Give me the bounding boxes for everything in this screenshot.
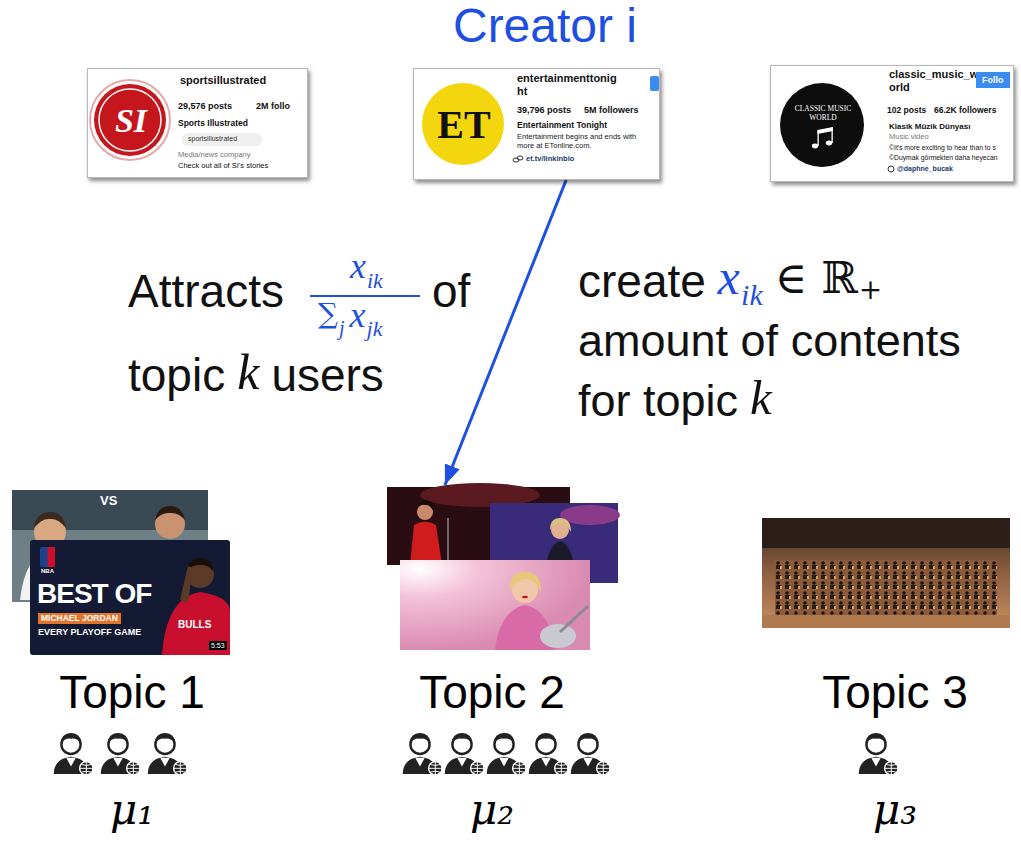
- profile-text: CLASSIC MUSIC WORLD: [792, 105, 854, 122]
- profile-text: 5M followers: [584, 105, 639, 115]
- classic-logo: [780, 83, 864, 167]
- math-text: Attracts: [128, 268, 284, 314]
- profile-text: @daphne_bucak: [897, 165, 953, 173]
- profile-text: ©Duymak görmekten daha heyecan: [889, 154, 998, 162]
- sports-photo: [12, 490, 230, 655]
- music-photos: [387, 483, 620, 650]
- profile-text: 2M follo: [256, 101, 290, 111]
- et-logo: [422, 83, 504, 165]
- topic-name: Topic 3: [822, 666, 968, 719]
- math-subscript: j: [339, 318, 345, 338]
- orchestra-photo: [762, 518, 1010, 628]
- threads-pill: [182, 133, 262, 146]
- topic-group: Topic 3 μ₃: [760, 515, 1012, 848]
- logo-ring: [90, 80, 170, 160]
- profile-text: 29,576 posts: [178, 101, 232, 111]
- math-symbol: ∈ ℝ: [775, 256, 858, 300]
- math-symbol: k: [237, 347, 259, 397]
- profile-text: Media/news company: [178, 151, 251, 160]
- math-text: create: [578, 258, 706, 304]
- photo-text: MICHAEL JORDAN: [38, 613, 121, 624]
- user-icons: [54, 733, 898, 775]
- profile-text: Follo: [976, 72, 1010, 88]
- profile-card: SI sportsillustrated 29,576 posts 2M folloS…: [87, 68, 308, 178]
- profile-logos: [90, 76, 894, 172]
- link-icon: [513, 156, 523, 162]
- profile-text: 66.2K followers: [934, 106, 996, 116]
- profile-text: 102 posts: [887, 106, 926, 116]
- math-text: for topic: [578, 378, 738, 423]
- profile-text: Entertainment Tonight: [517, 121, 607, 131]
- profile-card: ET entertainmenttonig ht 39,796 posts 5M fo…: [413, 68, 660, 180]
- math-subscript: +: [859, 276, 882, 304]
- profile-text: ©It's more exciting to hear than to s: [889, 144, 996, 152]
- math-symbol: x: [350, 297, 366, 333]
- math-subscript: ik: [367, 270, 383, 292]
- user-icon-small: [888, 166, 894, 172]
- si-logo: [94, 84, 166, 156]
- follow-button: [650, 76, 659, 91]
- connector-arrow: [445, 180, 566, 485]
- topic-group: Topic 1 μ₁: [10, 488, 242, 848]
- music-note: [812, 127, 833, 148]
- profile-card: CLASSIC MUSIC WORLD classic_music_w orldF…: [770, 65, 1014, 182]
- photo-text: BULLS: [178, 620, 211, 630]
- math-subscript: jk: [367, 318, 383, 340]
- profile-text: classic_music_w orld: [889, 68, 978, 93]
- profile-text: entertainmenttonig ht: [517, 72, 617, 97]
- math-text: amount of contents: [578, 318, 961, 363]
- photo-text: BEST OF: [37, 580, 151, 608]
- math-symbol: x: [350, 248, 366, 284]
- topic-group: Topic 2 μ₂: [385, 485, 620, 848]
- math-subscript: ik: [741, 280, 763, 310]
- math-text: topic: [128, 352, 225, 398]
- profile-text: Music video: [889, 133, 929, 142]
- si-logo-ring: [99, 89, 161, 151]
- photo-text: 5:53: [209, 641, 227, 650]
- profile-text: Check out all of SI's stories: [178, 162, 268, 171]
- profile-text: ET: [437, 102, 490, 148]
- math-text: of: [432, 268, 470, 314]
- profile-text: Klasik Müzik Dünyası: [889, 122, 970, 131]
- photo-text: NBA: [41, 568, 54, 574]
- topic-weight: μ₂: [470, 786, 514, 834]
- math-text: users: [271, 352, 383, 398]
- topic-name: Topic 2: [419, 666, 565, 719]
- profile-text: Sports Illustrated: [178, 119, 248, 129]
- photo-text: EVERY PLAYOFF GAME: [38, 628, 141, 637]
- profile-text: Entertainment begins and ends with more …: [517, 133, 652, 150]
- photo-text: VS: [100, 494, 117, 507]
- topic-weight: μ₃: [873, 786, 917, 834]
- topic-weight: μ₁: [110, 786, 154, 834]
- math-symbol: k: [750, 373, 772, 422]
- math-symbol: x: [718, 252, 740, 302]
- profile-text: sportsillustrated: [188, 135, 237, 143]
- profile-text: 39,796 posts: [517, 105, 571, 115]
- math-symbol: ∑: [318, 300, 338, 328]
- profile-text: et.tv/linkinbio: [526, 155, 574, 164]
- diagram-title: Creator i: [453, 2, 637, 50]
- topic-name: Topic 1: [59, 666, 205, 719]
- profile-text: SI: [115, 101, 147, 140]
- profile-text: sportsillustrated: [180, 74, 266, 87]
